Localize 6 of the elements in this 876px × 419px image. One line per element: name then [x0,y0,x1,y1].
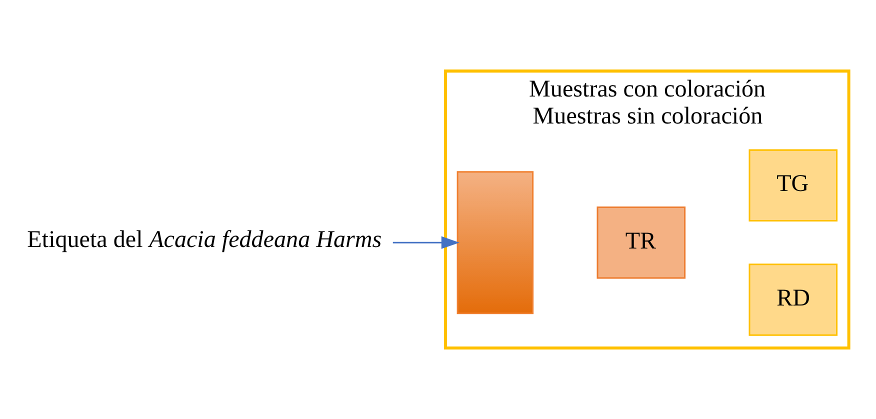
node-box: RD [748,264,838,336]
node-text: Etiqueta del Acacia feddeana Harms [27,226,382,253]
arrow [392,236,460,249]
node-box: TR [596,206,686,279]
node-box: TG [748,149,838,222]
node-box [456,171,534,314]
